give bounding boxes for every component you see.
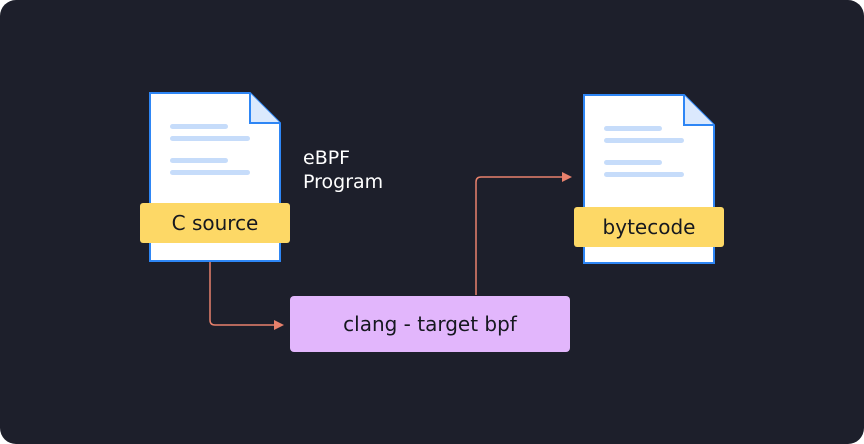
program-caption-line2: Program <box>303 171 384 193</box>
arrow-compiler-to-bytecode <box>475 172 572 295</box>
program-caption: eBPF Program <box>303 146 423 194</box>
arrow-source-to-compiler <box>209 262 284 330</box>
bytecode-label: bytecode <box>574 207 724 247</box>
program-caption-line1: eBPF <box>303 147 351 169</box>
compiler-step: clang - target bpf <box>290 296 570 352</box>
source-label: C source <box>140 203 290 243</box>
